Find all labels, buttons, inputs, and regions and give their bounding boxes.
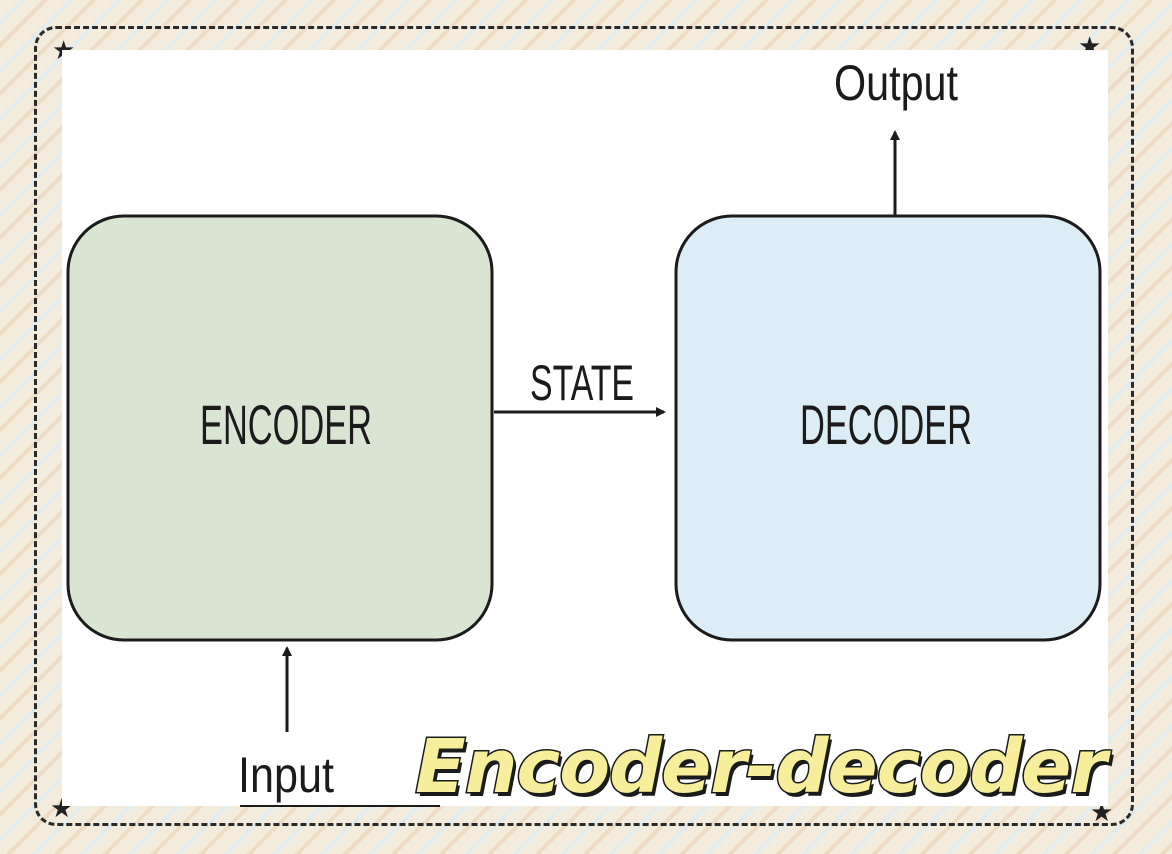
encoder-label: ENCODER <box>200 393 372 456</box>
output-label: Output <box>834 55 958 111</box>
decoder-label: DECODER <box>800 393 972 456</box>
caption-title: Encoder-decoder <box>414 723 1109 812</box>
decorative-dashed-frame <box>34 26 1134 826</box>
input-label: Input <box>238 747 334 803</box>
star-icon: ★ <box>1090 798 1114 828</box>
state-label: STATE <box>530 355 634 411</box>
encoder-box <box>66 214 494 642</box>
decoder-box <box>674 214 1102 642</box>
